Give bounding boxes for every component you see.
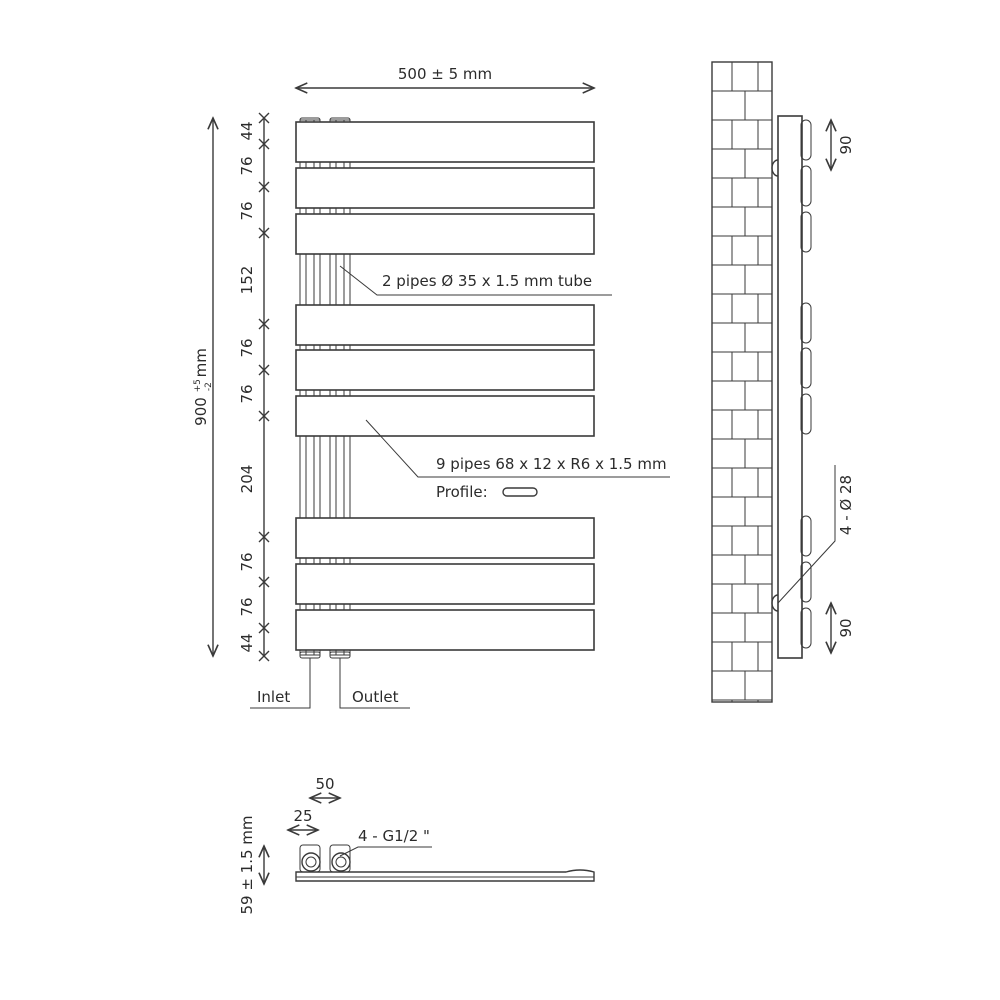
brick-courses (712, 62, 772, 702)
spacing-tick (258, 622, 270, 634)
wall-bracket-bottom-icon (771, 594, 779, 612)
panel-fin (800, 561, 812, 603)
spacing-tick (258, 318, 270, 330)
radiator-panel (295, 213, 595, 255)
inlet-connection-icon (301, 852, 321, 872)
spacing-tick (258, 138, 270, 150)
spacing-tick (258, 227, 270, 239)
outlet-connection-bore (335, 856, 347, 868)
spacing-tick (258, 364, 270, 376)
panel-fin (800, 393, 812, 435)
center-distance-label: 50 (315, 775, 334, 793)
panel-fin (800, 165, 812, 207)
pipe-offset-label: 25 (293, 807, 312, 825)
connection-callout-leader (339, 846, 432, 857)
brick-wall (711, 61, 773, 703)
panel-fin (800, 515, 812, 557)
radiator-panel (295, 349, 595, 391)
panel-fin (800, 211, 812, 253)
panel-fin (800, 347, 812, 389)
radiator-panel (295, 395, 595, 437)
radiator-panel (295, 304, 595, 346)
spacing-label: 44 (238, 633, 256, 652)
panels-callout-label: 9 pipes 68 x 12 x R6 x 1.5 mm (436, 455, 667, 473)
profile-shape-icon (502, 487, 538, 497)
outlet-label: Outlet (352, 688, 399, 706)
spacing-tick (258, 650, 270, 662)
spacing-tick (258, 112, 270, 124)
spacing-tick (258, 181, 270, 193)
radiator-side-profile (777, 115, 803, 659)
spacing-label: 76 (238, 156, 256, 175)
spacing-label: 44 (238, 121, 256, 140)
spacing-label: 152 (238, 266, 256, 295)
outlet-leader (339, 658, 410, 709)
pipes-callout-leader (339, 265, 612, 296)
front-view: 500 ± 5 mm 900 +5-2 mm 44 76 76 152 76 7… (192, 65, 670, 709)
inlet-leader (250, 658, 311, 709)
spacing-label: 76 (238, 384, 256, 403)
radiator-panel (295, 609, 595, 651)
hole-callout-leader (777, 465, 836, 604)
profile-label: Profile: (436, 483, 488, 501)
spacing-tick (258, 531, 270, 543)
inlet-connection-bore (305, 856, 317, 868)
radiator-panels (295, 121, 595, 651)
wall-outline (711, 61, 773, 703)
panel-fin (800, 302, 812, 344)
radiator-base-plate (295, 869, 595, 882)
height-label: 900 +5-2 mm (192, 348, 214, 426)
radiator-panel (295, 517, 595, 559)
spacing-tick (258, 576, 270, 588)
inlet-label: Inlet (257, 688, 290, 706)
width-label: 500 ± 5 mm (398, 65, 492, 83)
bottom-bracket-label: 90 (837, 618, 855, 637)
radiator-panel (295, 121, 595, 163)
radiator-panel (295, 167, 595, 209)
spacing-ticks (258, 112, 270, 662)
spacing-label: 76 (238, 597, 256, 616)
spacing-label: 76 (238, 201, 256, 220)
panels-callout-leader (365, 419, 670, 478)
spacing-label: 76 (238, 552, 256, 571)
top-bracket-label: 90 (837, 135, 855, 154)
panel-fin (800, 119, 812, 161)
spacing-tick (258, 410, 270, 422)
radiator-panel (295, 563, 595, 605)
side-view: 90 90 4 - Ø 28 (711, 61, 855, 703)
connection-label: 4 - G1/2 " (358, 827, 430, 845)
spacing-label: 204 (238, 465, 256, 494)
panel-fin (800, 607, 812, 649)
outlet-connection-icon (331, 852, 351, 872)
wall-bracket-top-icon (771, 159, 779, 177)
side-panel-fins (800, 119, 812, 649)
spacing-label: 76 (238, 338, 256, 357)
depth-label: 59 ± 1.5 mm (238, 815, 256, 914)
hole-label: 4 - Ø 28 (837, 475, 855, 535)
pipes-callout-label: 2 pipes Ø 35 x 1.5 mm tube (382, 272, 592, 290)
bottom-view: 50 25 59 ± 1.5 mm 4 - G1/2 " (238, 775, 595, 915)
